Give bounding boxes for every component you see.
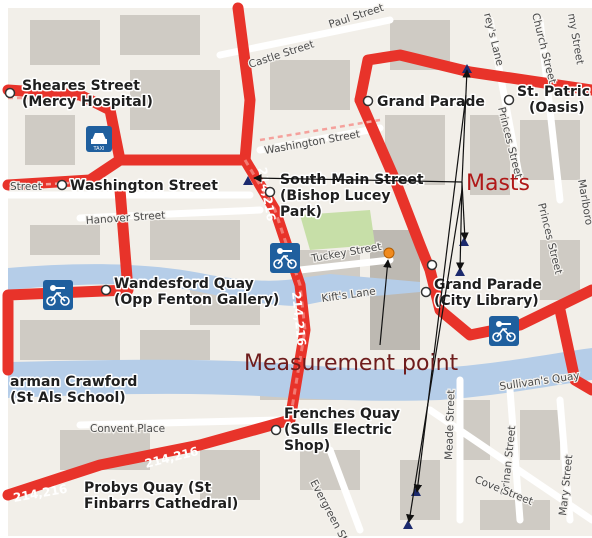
building (270, 60, 350, 110)
building (540, 240, 580, 300)
bus-stop-icon (4, 87, 16, 99)
stop-label[interactable]: (Opp Fenton Gallery) (113, 291, 281, 310)
stop-label[interactable]: Wandesford Quay (113, 275, 256, 294)
bike-station-icon[interactable] (489, 316, 519, 346)
stop-label[interactable]: Finbarrs Cathedral) (83, 495, 240, 514)
mast-icon (459, 237, 469, 246)
mast-icon (403, 520, 413, 529)
bike-station-icon[interactable] (43, 280, 73, 310)
building (20, 320, 120, 360)
stop-label[interactable]: St. Patric (516, 83, 592, 102)
building (480, 500, 550, 530)
stop-label[interactable]: Grand Parade (433, 276, 544, 295)
street-label: Meade Street (443, 389, 457, 460)
bus-stop-icon (426, 259, 438, 271)
route-number-label: 214,216 (289, 291, 309, 347)
bus-stop-icon (56, 179, 68, 191)
mast-icon (243, 176, 253, 185)
road (76, 416, 284, 429)
route-segment (554, 304, 592, 396)
road (76, 206, 264, 222)
building (200, 450, 260, 500)
stop-label[interactable]: (Sulls Electric (283, 421, 394, 440)
bus-stop-icon (362, 95, 374, 107)
route-segment (114, 2, 256, 166)
park-area (300, 210, 375, 250)
masts-annotation: Masts (466, 171, 530, 196)
stop-label[interactable]: (Bishop Lucey (279, 187, 393, 206)
road (556, 396, 574, 524)
stop-label[interactable]: Washington Street (69, 177, 220, 196)
stop-label[interactable]: (Mercy Hospital) (21, 93, 155, 112)
route-segment (2, 84, 126, 191)
stop-label[interactable]: arman Crawford (9, 373, 139, 392)
stop-label[interactable]: (City Library) (433, 292, 541, 311)
minor-roads (4, 16, 592, 534)
stop-label[interactable]: Shop) (283, 437, 332, 456)
building (30, 20, 100, 65)
river-north-channel (8, 264, 420, 306)
stop-label[interactable]: Frenches Quay (283, 405, 402, 424)
building (470, 115, 510, 195)
bus-stop-icon (420, 286, 432, 298)
stop-label[interactable]: (St Als School) (9, 389, 128, 408)
bus-stop-icon (503, 94, 515, 106)
taxi-icon[interactable]: TAXI (86, 126, 112, 152)
bus-stop-icon (270, 424, 282, 436)
road (506, 386, 524, 524)
road (536, 16, 564, 204)
stop-label[interactable]: (Oasis) (528, 99, 587, 118)
mast-icon (455, 267, 465, 276)
building (150, 220, 240, 260)
measurement-point-icon[interactable] (383, 247, 395, 259)
annotation-arrows (253, 69, 471, 523)
road (256, 124, 384, 154)
building (25, 115, 75, 165)
building (130, 70, 220, 130)
bike-station-icon[interactable] (270, 243, 300, 273)
stop-label[interactable]: Grand Parade (376, 93, 487, 112)
stop-label[interactable]: Park) (279, 203, 324, 222)
bus-stop-icon (264, 186, 276, 198)
building (520, 410, 560, 460)
measurement-point-annotation: Measurement point (244, 351, 459, 376)
building (30, 225, 100, 255)
svg-text:TAXI: TAXI (93, 146, 105, 152)
street-label: Convent Place (90, 423, 165, 435)
road (326, 446, 364, 534)
route-dash (8, 96, 381, 188)
stop-label[interactable]: Probys Quay (St (83, 479, 214, 498)
bus-stop-icon (100, 284, 112, 296)
street-label: Street (10, 181, 42, 193)
building (120, 15, 200, 55)
stop-label[interactable]: Sheares Street (21, 77, 142, 96)
route-segment (354, 49, 592, 106)
bus-stops (4, 87, 515, 436)
building (140, 330, 210, 360)
road (296, 256, 394, 274)
